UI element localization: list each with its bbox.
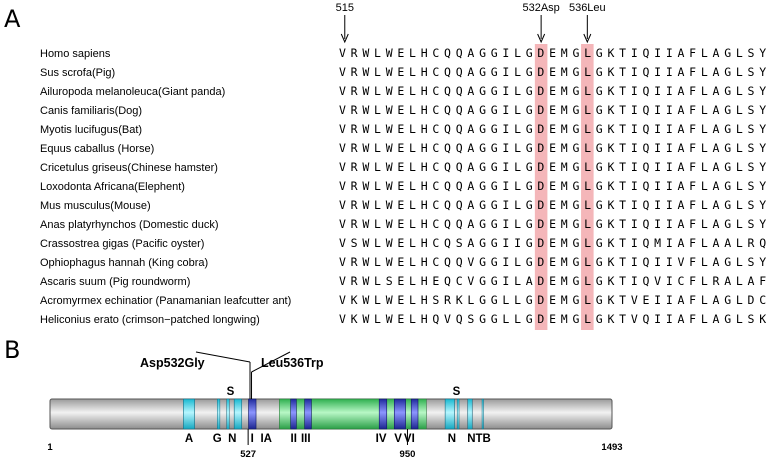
motif-line: [226, 398, 230, 430]
panel-label-a: A: [4, 5, 21, 33]
species-name: Ophiophagus hannah (King cobra): [40, 257, 208, 269]
s-site-label: S: [227, 386, 235, 398]
sequence-text: VKWLWELHQVQSGGLLGDEMGLGKTVQIIAFLAGLSKSD: [339, 312, 770, 326]
blue-motif: [248, 398, 257, 430]
motif-label: N: [228, 433, 236, 445]
sequence-text: VRWLWELHCQQAGGILGDEMGLGKTIQIIAFLAGLSYSK: [339, 160, 770, 174]
highlight-column: [581, 44, 594, 330]
motif-label: I: [251, 433, 254, 445]
panel-label-b: B: [4, 336, 20, 364]
cyan-motif: [183, 398, 195, 430]
position-marker-arrowhead: [340, 33, 349, 44]
motif-label: N: [448, 433, 456, 445]
motif-label: II: [291, 433, 297, 445]
position-marker-label: 515: [336, 2, 354, 14]
sequence-text: VRWLSELHEQCVGGILADEMGLGKTIQVICFLRALAFSQ: [339, 274, 770, 288]
species-name: Loxodonta Africana(Elephent): [40, 181, 185, 193]
sequence-text: VRWLWELHCQQAGGILGDEMGLGKTIQIIAFLAGLSYSK: [339, 84, 770, 98]
sequence-text: VRWLWELHCQQAGGILGDEMGLGKTIQIIAFLAGLSYSK: [339, 46, 770, 60]
sequence-text: VRWLWELHCQQVGGILGDEMGLGKTIQIIVFLAGLSYSK: [339, 255, 770, 269]
mutation-leader: [251, 351, 291, 373]
position-tick-label: 950: [400, 449, 416, 460]
position-marker-arrowhead: [583, 33, 592, 44]
motif-line: [456, 398, 460, 430]
motif-line: [481, 398, 484, 430]
species-name: Heliconius erato (crimson−patched longwi…: [40, 314, 260, 326]
cyan-motif: [467, 398, 473, 430]
species-name: Myotis lucifugus(Bat): [40, 124, 142, 136]
sequence-text: VKWLWELHSRKLGGLLGDEMGLGKTVEIIAFLAGLDCSE: [339, 293, 770, 307]
sequence-text: VRWLWELHCQQAGGILGDEMGLGKTIQIIAFLAGLSYSK: [339, 198, 770, 212]
sequence-text: VRWLWELHCQQAGGILGDEMGLGKTIQIIAFLAGLSYSK: [339, 103, 770, 117]
sequence-text: VRWLWELHCQQAGGILGDEMGLGKTIQIIAFLAGLSYSK: [339, 65, 770, 79]
species-name: Canis familiaris(Dog): [40, 105, 142, 117]
start-position-label: 1: [47, 442, 53, 453]
s-site-label: S: [453, 386, 461, 398]
blue-motif: [290, 398, 297, 430]
position-marker-label: 536Leu: [569, 2, 606, 14]
motif-label: IA: [260, 433, 272, 445]
motif-label: V: [394, 433, 402, 445]
sequence-text: VRWLWELHCQQAGGILGDEMGLGKTIQIIAFLAGLSYSK: [339, 179, 770, 193]
motif-label: III: [301, 433, 311, 445]
motif-label: IV: [376, 433, 387, 445]
motif-label: VI: [404, 433, 415, 445]
species-name: Sus scrofa(Pig): [40, 67, 115, 79]
cyan-motif: [233, 398, 243, 430]
alignment-panel: 515532Asp536Leu553Homo sapiensVRWLWELHCQ…: [40, 2, 770, 330]
highlight-column: [534, 44, 548, 330]
sequence-text: VSWLWELHCQSAGGIIGDEMGLGKTIQMIAFLAALRQSK: [339, 236, 770, 250]
mutation-label: Leu536Trp: [261, 356, 324, 370]
blue-motif: [378, 398, 388, 430]
end-position-label: 1493: [601, 442, 622, 453]
motif-line: [216, 398, 221, 430]
species-name: Equus caballus (Horse): [40, 143, 154, 155]
motif-label: G: [213, 433, 222, 445]
sequence-text: VRWLWELHCQQAGGILGDEMGLGKTIQIIAFLAGLSYSK: [339, 141, 770, 155]
sequence-text: VRWLWELHCQQAGGILGDEMGLGKTIQIIAFLAGLSYSK: [339, 217, 770, 231]
position-marker-arrowhead: [537, 33, 546, 44]
species-name: Mus musculus(Mouse): [40, 200, 151, 212]
species-name: Ascaris suum (Pig roundworm): [40, 276, 190, 288]
position-tick-label: 527: [240, 449, 256, 460]
species-name: Homo sapiens: [40, 48, 111, 60]
cyan-motif: [444, 398, 455, 430]
blue-motif: [393, 398, 406, 430]
blue-motif: [304, 398, 312, 430]
mutation-leader: [195, 351, 251, 363]
sequence-text: VRWLWELHCQQAGGILGDEMGLGKTIQIIAFLAGLSYSK: [339, 122, 770, 136]
species-name: Anas platyrhynchos (Domestic duck): [40, 219, 219, 231]
species-name: Cricetulus griseus(Chinese hamster): [40, 162, 218, 174]
species-name: Ailuropoda melanoleuca(Giant panda): [40, 86, 225, 98]
species-name: Crassostrea gigas (Pacific oyster): [40, 238, 204, 250]
blue-motif: [410, 398, 419, 430]
motif-label: NTB: [467, 433, 491, 445]
mutation-label: Asp532Gly: [140, 356, 205, 370]
position-marker-label: 532Asp: [522, 2, 559, 14]
species-name: Acromyrmex echinatior (Panamanian leafcu…: [40, 295, 291, 307]
motif-label: A: [185, 433, 193, 445]
